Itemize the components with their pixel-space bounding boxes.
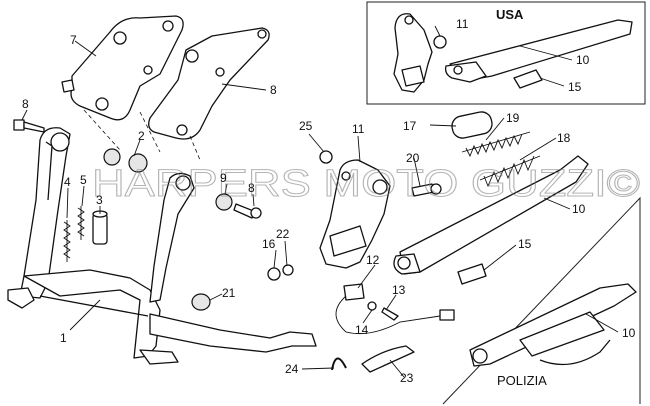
part-23-hose xyxy=(361,345,415,373)
label-20: 20 xyxy=(406,151,420,165)
label-14: 14 xyxy=(355,323,369,337)
usa-bracket xyxy=(393,13,447,93)
label-15a: 15 xyxy=(518,237,532,251)
label-10c: 10 xyxy=(622,326,636,340)
label-18: 18 xyxy=(557,131,571,145)
part-11-bracket xyxy=(319,159,391,269)
label-5: 5 xyxy=(80,173,87,187)
part-16-22-nuts xyxy=(267,264,294,281)
part-15-pin xyxy=(457,263,487,285)
label-3: 3 xyxy=(96,193,103,207)
label-4: 4 xyxy=(64,175,71,189)
label-2: 2 xyxy=(138,129,145,143)
label-23: 23 xyxy=(400,371,414,385)
leader-lines xyxy=(21,25,619,378)
polizia-caption: POLIZIA xyxy=(497,373,547,388)
label-12: 12 xyxy=(366,253,380,267)
part-25-washer xyxy=(319,150,333,164)
watermark-text: HARPERS MOTO GUZZI© xyxy=(92,163,640,205)
part-7-plate xyxy=(148,27,270,140)
polizia-side-stand xyxy=(469,283,637,367)
label-11b: 11 xyxy=(456,17,469,31)
label-1: 1 xyxy=(60,331,67,345)
parts-18-19-springs xyxy=(461,131,541,188)
label-8b: 8 xyxy=(248,181,255,195)
part-24-clamp xyxy=(331,357,347,371)
label-10a: 10 xyxy=(572,202,586,216)
part-6-plate xyxy=(61,15,184,121)
label-15b: 15 xyxy=(568,80,582,94)
label-16: 16 xyxy=(262,237,276,251)
label-7: 8 xyxy=(270,83,277,97)
parts-3-4-5-spring-pin xyxy=(63,206,108,262)
label-17: 17 xyxy=(403,119,417,133)
usa-side-stand xyxy=(444,19,633,89)
label-13: 13 xyxy=(392,283,406,297)
label-24: 24 xyxy=(285,362,299,376)
label-19: 19 xyxy=(506,111,520,125)
part-10-side-stand xyxy=(393,155,589,275)
usa-inset-frame xyxy=(366,1,646,105)
label-10b: 10 xyxy=(576,53,590,67)
label-22: 22 xyxy=(276,227,290,241)
part-21-rubber xyxy=(191,293,211,311)
label-8a: 8 xyxy=(22,97,29,111)
label-21: 21 xyxy=(222,286,236,300)
label-25: 25 xyxy=(299,119,313,133)
label-11a: 11 xyxy=(352,122,365,136)
part-2-bushings xyxy=(103,148,148,173)
part-20-bolt xyxy=(411,183,442,197)
label-9: 9 xyxy=(220,171,227,185)
part-12-13-14-sensor xyxy=(335,283,455,335)
part-17-sleeve xyxy=(451,111,493,139)
label-6: 7 xyxy=(70,33,77,47)
part-9-8-bushing-bolt xyxy=(215,193,262,219)
usa-title: USA xyxy=(496,7,524,22)
part-8-bolt-left xyxy=(13,119,45,133)
part-1-centre-stand xyxy=(7,127,317,365)
